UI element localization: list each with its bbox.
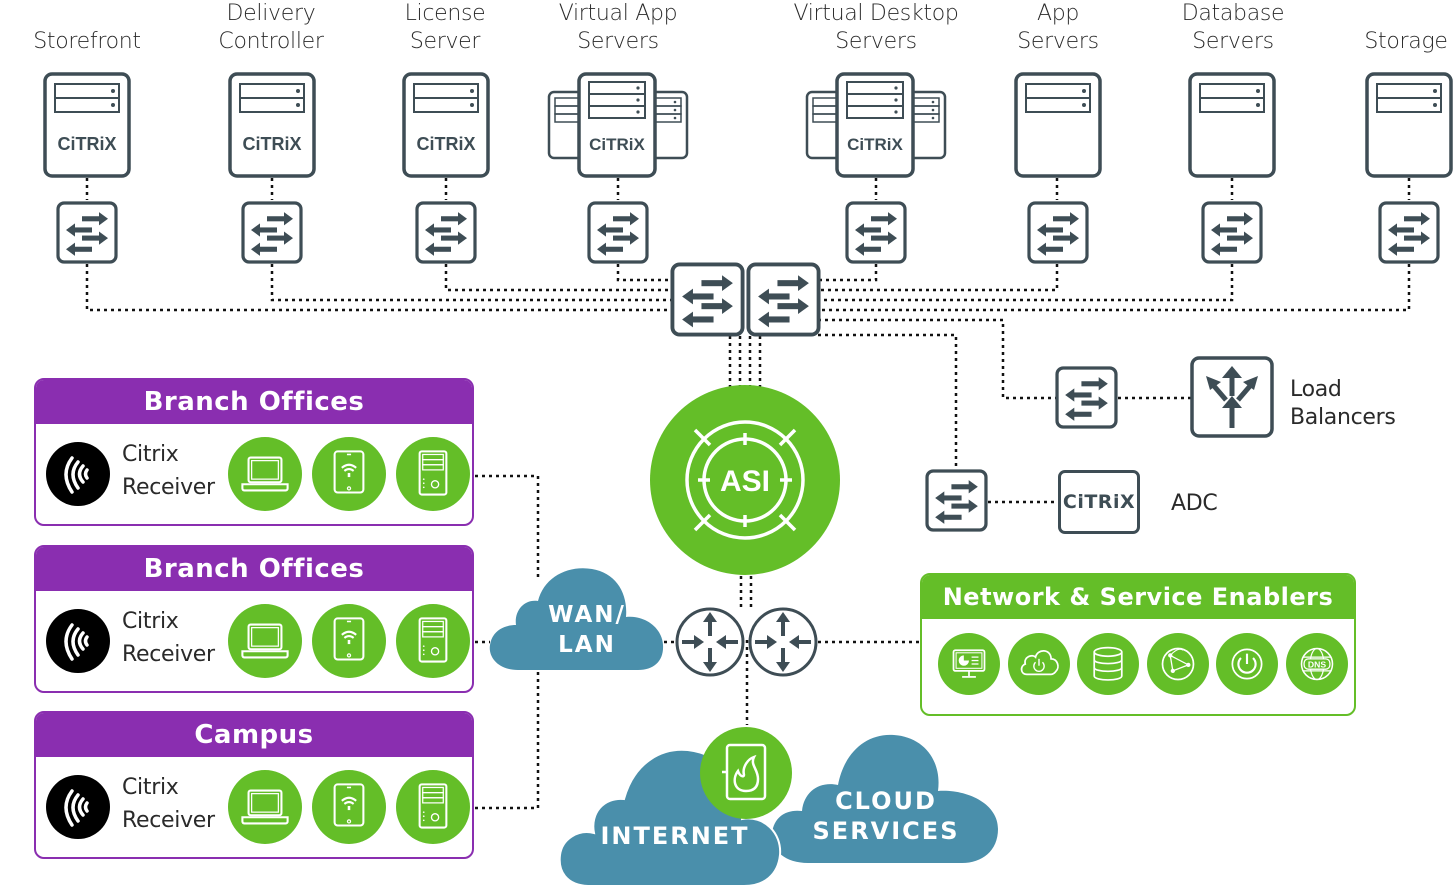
link-adc [818,333,1060,504]
citrix-receiver-icon [46,775,110,839]
adc-label: ADC [1171,491,1218,516]
enabler-icons-row: DNS [922,619,1354,714]
internet-label: INTERNET [600,822,750,850]
dns-globe-icon: DNS [1285,633,1348,695]
app-servers-icon[interactable] [1014,72,1102,178]
asi-label: ASI [720,465,770,498]
switch-icon[interactable] [241,201,303,264]
network-globe-icon [1146,633,1209,695]
citrix-logo: CiTRiX [589,135,645,154]
citrix-logo: CiTRiX [57,134,116,154]
clouds-bottom [558,727,998,886]
citrix-receiver-icon [46,609,110,673]
link-delivery [270,178,672,302]
citrix-logo: CiTRiX [1062,491,1136,513]
link-virtual-desktop [818,178,878,282]
desktop-tower-icon [396,770,470,844]
site-title: Campus [36,713,472,757]
citrix-logo: CiTRiX [416,134,475,154]
cloud-power-icon [1007,633,1070,695]
wan-lan-label: WAN/LAN [548,602,626,658]
switch-icon[interactable] [1201,201,1263,264]
load-balancer-icon[interactable] [1190,356,1274,438]
link-site1 [475,474,540,580]
license-server-icon[interactable]: CiTRiX [402,72,490,178]
tablet-icon [312,437,386,511]
link-asi-router [739,576,753,610]
server-label-storefront: Storefront [33,29,141,54]
site-title: Branch Offices [36,380,472,424]
switch-icon[interactable] [845,201,907,264]
link-lb [818,318,1192,400]
router-icon [748,607,818,677]
laptop-icon [228,770,302,844]
link-license [444,178,672,292]
adc-device[interactable]: CiTRiX [1058,470,1140,534]
switch-icon[interactable] [925,469,988,532]
laptop-icon [228,604,302,678]
monitor-dashboard-icon [938,633,1000,695]
switch-icon[interactable] [1055,366,1118,429]
desktop-tower-icon [396,604,470,678]
link-virtual-app [616,178,672,282]
wan-lan-cloud [489,568,664,670]
core-switch-icon[interactable] [746,262,821,337]
storefront-server-icon[interactable]: CiTRiX [43,72,131,178]
power-icon [1216,633,1278,695]
database-servers-icon[interactable] [1188,72,1276,178]
citrix-logo: CiTRiX [847,135,903,154]
delivery-controller-server-icon[interactable]: CiTRiX [228,72,316,178]
router-icon [675,607,745,677]
cloud-services-cloud [771,734,998,863]
virtual-desktop-servers-icon[interactable]: CiTRiX [805,72,947,178]
svg-text:DNS: DNS [1307,659,1325,669]
laptop-icon [228,437,302,511]
link-site3 [475,672,540,810]
network-service-enablers-panel: Network & Service Enablers [920,573,1356,716]
tablet-icon [312,604,386,678]
link-storage [818,178,1411,312]
switch-icon[interactable] [415,201,477,264]
link-app [818,178,1059,292]
virtual-app-servers-icon[interactable]: CiTRiX [547,72,689,178]
asi-hub[interactable]: ASI [650,385,840,575]
citrix-receiver-icon [46,442,110,506]
switch-icon[interactable] [1027,201,1089,264]
site-title: Branch Offices [36,547,472,591]
link-core-asi [728,336,762,392]
storage-server-icon[interactable] [1365,72,1453,178]
citrix-logo: CiTRiX [242,134,301,154]
switch-icon[interactable] [587,201,649,264]
desktop-tower-icon [396,437,470,511]
link-storefront [85,178,672,312]
core-switch-icon[interactable] [670,262,745,337]
switch-icon[interactable] [1378,201,1440,264]
enablers-title: Network & Service Enablers [922,575,1354,619]
server-label-storage: Storage [1364,29,1448,54]
routers [675,607,818,677]
tablet-icon [312,770,386,844]
database-icon [1077,633,1139,695]
firewall-icon [722,743,767,801]
link-database [818,178,1234,302]
switch-icon[interactable] [56,201,118,264]
